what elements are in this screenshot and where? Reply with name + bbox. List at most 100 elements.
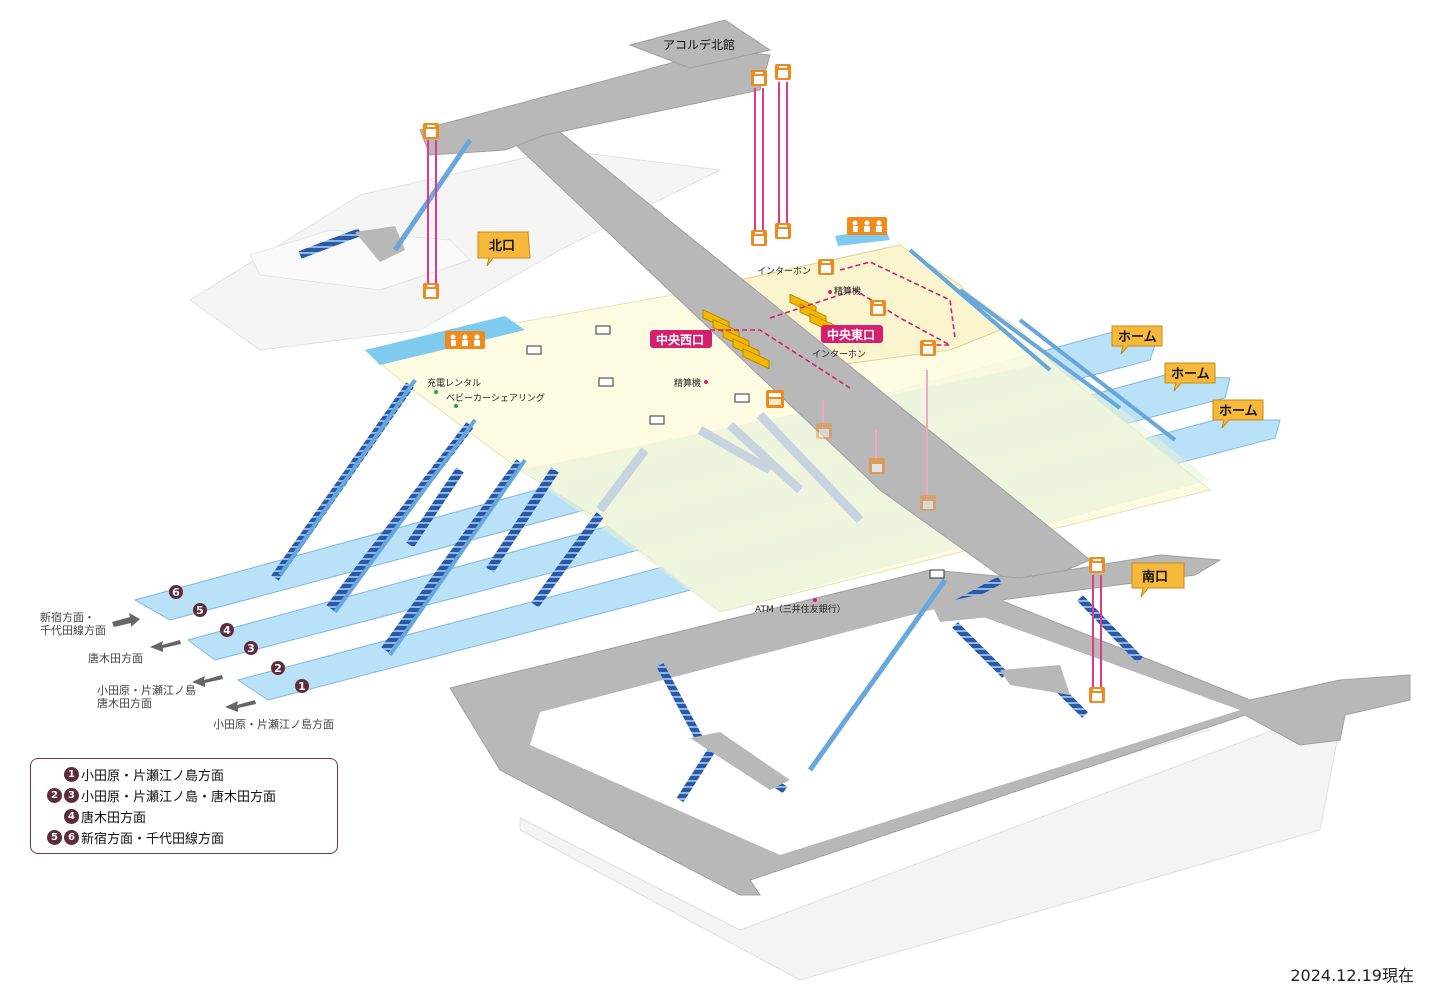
legend-platform-numbers: 4 — [41, 809, 79, 824]
legend-text: 小田原・片瀬江ノ島・唐木田方面 — [81, 790, 277, 805]
svg-text:2: 2 — [274, 662, 282, 675]
fare-machine-label: 精算機 — [674, 377, 701, 389]
stairs — [486, 467, 559, 573]
lower-floor-ghost — [519, 719, 1341, 981]
fare-machine-dot — [704, 380, 708, 384]
escalator — [388, 458, 527, 657]
arrow-right-icon — [112, 613, 140, 627]
escalator — [908, 248, 1052, 372]
svg-text:5: 5 — [196, 604, 204, 617]
legend-text: 新宿方面・千代田線方面 — [81, 832, 225, 847]
platform-callout-label: ホーム — [1118, 330, 1157, 345]
elevator-icon — [816, 423, 832, 439]
stairs — [596, 447, 649, 513]
escalator — [278, 378, 417, 577]
fixture — [929, 569, 945, 579]
route-arrow — [839, 261, 956, 339]
stairs — [697, 426, 773, 474]
intercom-label: インターホン — [812, 349, 866, 360]
stairs — [298, 228, 362, 259]
platform-badge-3: 3 — [244, 641, 258, 655]
elevator-icon — [920, 495, 936, 511]
fixture — [734, 393, 750, 403]
north-exit-label: 北口 — [489, 239, 515, 254]
escalator — [807, 578, 948, 772]
legend-text: 唐木田方面 — [81, 811, 147, 826]
atm-label: ATM（三井住友銀行） — [755, 603, 846, 615]
charging-rental-label: 充電レンタル — [427, 377, 481, 389]
stair-landing — [355, 226, 405, 262]
ticket-machine-icon — [766, 390, 784, 408]
legend-platform-badge: 2 — [47, 788, 62, 803]
stairs — [756, 411, 864, 524]
direction-arrows — [112, 613, 256, 712]
escalator — [958, 288, 1122, 410]
platform-callout-label: ホーム — [1171, 367, 1210, 382]
stairs — [952, 622, 1008, 678]
south-exit-label: 南口 — [1142, 569, 1168, 585]
platform-badge-1: 1 — [295, 679, 309, 693]
north-exit-callout: 北口 — [477, 231, 531, 267]
charging-rental-dot — [434, 390, 438, 394]
route-arrow — [769, 289, 951, 346]
platform-callout: ホーム — [1111, 325, 1163, 355]
concourse-translucent — [520, 360, 1210, 612]
elevator-icon — [775, 223, 791, 239]
concourse-fixtures — [526, 325, 945, 579]
stair-landing — [932, 590, 1010, 622]
atm-dot — [813, 598, 817, 602]
direction-labels: 新宿方面・千代田線方面 唐木田方面 小田原・片瀬江ノ島唐木田方面 小田原・片瀬江… — [40, 610, 334, 731]
platform-badge-4: 4 — [220, 623, 234, 637]
platform-callout: ホーム — [1164, 362, 1216, 392]
stair-landing — [1000, 665, 1070, 695]
restroom-icon — [445, 331, 485, 349]
elevator-icon — [1089, 687, 1105, 703]
east-exit-badge: 中央東口 — [821, 325, 883, 343]
south-exit-callout: 南口 — [1131, 562, 1185, 598]
stairs — [726, 421, 804, 494]
escalator — [333, 418, 477, 614]
stairs — [656, 663, 704, 742]
stroller-share-dot — [454, 404, 458, 408]
route-arrow — [710, 329, 851, 389]
elevator-icon — [423, 123, 439, 139]
ticket-gate — [742, 347, 770, 370]
accorde-building — [628, 19, 772, 69]
south-inner-hole — [530, 605, 1240, 855]
legend-platform-badge: 4 — [64, 809, 79, 824]
north-floor-ghost-2 — [249, 229, 471, 291]
legend-platform-badge: 1 — [64, 767, 79, 782]
legend-platform-badge: 6 — [64, 830, 79, 845]
stairs — [406, 467, 464, 548]
legend-platform-badge: 5 — [47, 830, 62, 845]
stairs — [531, 512, 604, 608]
svg-text:6: 6 — [172, 586, 180, 599]
intercom-label: インターホン — [757, 266, 811, 277]
elevator-icon — [775, 64, 791, 80]
stairs — [1077, 595, 1143, 663]
elevator-icon — [423, 283, 439, 299]
arrow-left-icon — [192, 675, 223, 687]
elevator-icon — [818, 259, 834, 275]
svg-text:4: 4 — [223, 624, 231, 637]
arrow-left-icon — [150, 640, 181, 652]
elevator-icon — [920, 340, 936, 356]
stairs — [676, 742, 719, 803]
fixture — [526, 345, 542, 355]
fare-machine-label: 精算機 — [834, 285, 861, 297]
legend-platform-numbers: 1 — [41, 767, 79, 782]
direction-label: 新宿方面・千代田線方面 — [40, 610, 106, 637]
escalator — [1018, 318, 1177, 442]
fixture — [595, 325, 611, 335]
platform-callout-label: ホーム — [1219, 404, 1258, 419]
escalators — [278, 138, 1177, 772]
direction-label: 小田原・片瀬江ノ島唐木田方面 — [97, 683, 196, 710]
